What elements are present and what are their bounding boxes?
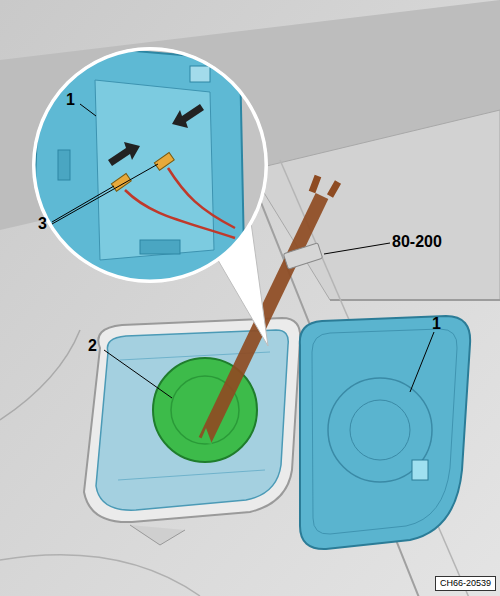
clip — [190, 66, 210, 82]
wire — [168, 168, 235, 228]
glass-mount-ring — [350, 400, 410, 460]
mirror-foot — [130, 525, 185, 545]
clip — [140, 240, 180, 254]
leader-line — [324, 243, 390, 254]
body-line — [0, 330, 80, 420]
window-frame — [330, 299, 500, 301]
callout-number: 1 — [432, 316, 441, 332]
wire — [125, 190, 235, 238]
figure-id: CH66-20539 — [440, 578, 491, 588]
body-line — [0, 555, 200, 596]
leader-line — [410, 332, 434, 392]
callout-number: 3 — [38, 216, 47, 232]
leader-line — [104, 350, 172, 398]
clip — [58, 150, 70, 180]
callout-number: 2 — [88, 338, 97, 354]
direction-arrow — [172, 104, 204, 128]
pry-tool-fork — [312, 176, 338, 196]
glass-rim — [312, 329, 457, 534]
leader-line — [80, 104, 96, 116]
glass-back-recess — [95, 80, 214, 260]
glass-mount-ring — [328, 378, 432, 482]
connector — [154, 153, 174, 171]
mirror-housing — [84, 318, 300, 522]
direction-arrow — [108, 142, 140, 166]
pry-tool-notch — [200, 428, 212, 444]
mirror-glass — [300, 316, 470, 549]
inset-ring — [34, 49, 266, 281]
heater-terminal — [412, 460, 428, 480]
leader-line — [52, 164, 158, 224]
inset-detail — [30, 45, 270, 300]
figure-id-box: CH66-20539 — [435, 576, 496, 591]
glass-carrier — [96, 330, 288, 510]
callout-number: 1 — [66, 92, 75, 108]
tool-number: 80-200 — [392, 234, 442, 250]
carrier-rib — [118, 352, 270, 480]
tool-tag — [283, 243, 322, 269]
